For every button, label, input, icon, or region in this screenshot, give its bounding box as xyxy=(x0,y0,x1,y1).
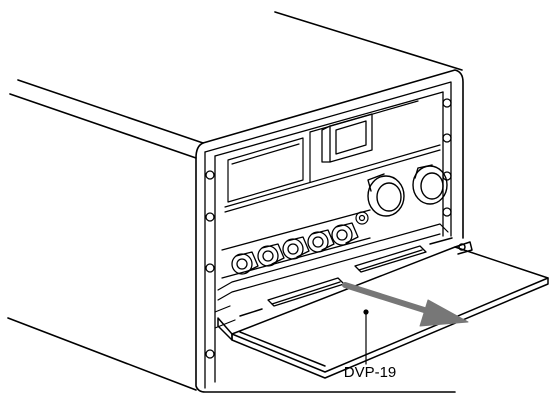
bnc-connector-icon xyxy=(257,243,285,267)
plug-in-board xyxy=(217,237,549,379)
bnc-connector-icon xyxy=(282,236,310,260)
rear-panel-frame xyxy=(204,81,452,389)
mount-screw-icon xyxy=(205,263,215,273)
pull-direction-arrow-icon xyxy=(342,282,469,327)
callout-leader xyxy=(363,309,369,365)
mount-screw-icon xyxy=(442,98,452,108)
bnc-connector-icon xyxy=(307,229,335,253)
mount-screw-icon xyxy=(205,212,215,222)
mount-screw-icon xyxy=(442,207,452,217)
mount-screw-icon xyxy=(442,171,452,181)
bnc-connector-icon xyxy=(331,222,359,246)
mount-screw-icon xyxy=(205,349,215,359)
power-inlet-icon xyxy=(321,113,373,163)
board-bay xyxy=(214,223,449,329)
bnc-connector-row xyxy=(221,209,371,279)
round-connector-icon xyxy=(367,164,448,217)
edge-connector-icon xyxy=(267,245,427,307)
upper-slot xyxy=(227,100,419,203)
board-screw-icon xyxy=(458,243,466,251)
chassis-housing xyxy=(7,11,464,393)
callout-label-dvp-19: DVP-19 xyxy=(343,364,397,381)
bnc-connector-icon xyxy=(231,251,259,275)
mount-screw-icon xyxy=(205,170,215,180)
slot-divider xyxy=(224,144,441,213)
mount-screw-icon xyxy=(442,133,452,143)
